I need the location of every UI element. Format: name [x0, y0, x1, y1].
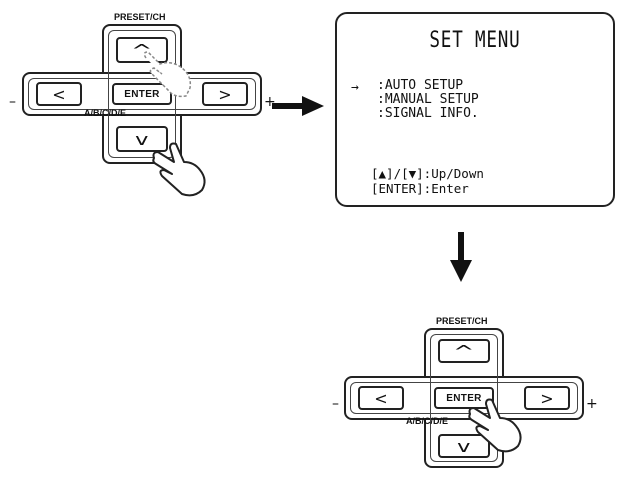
screen-title: SET MENU — [429, 28, 521, 53]
up-button[interactable]: ^ — [438, 339, 490, 363]
menu-item-auto-setup[interactable]: :AUTO SETUP — [377, 78, 464, 93]
help-enter: [ENTER]:Enter — [371, 181, 469, 196]
hand-pointer-icon — [143, 51, 192, 98]
dpad-inner-vertical — [430, 334, 498, 462]
down-button[interactable]: v — [438, 434, 490, 458]
abcde-label: A/B/C/D/E — [406, 416, 449, 426]
right-button[interactable]: > — [202, 82, 248, 106]
dpad-inner-horizontal — [350, 382, 578, 414]
minus-label: – — [332, 396, 339, 412]
down-button[interactable]: v — [116, 126, 168, 152]
bottom-dpad: ^ v < > ENTER — [344, 328, 584, 468]
plus-label: + — [586, 396, 598, 412]
left-button[interactable]: < — [36, 82, 82, 106]
help-up-down: [▲]/[▼]:Up/Down — [371, 166, 484, 181]
preset-ch-label: PRESET/CH — [114, 12, 166, 22]
plus-label: + — [264, 94, 276, 110]
right-button[interactable]: > — [524, 386, 570, 410]
minus-label: – — [9, 94, 16, 110]
menu-item-manual-setup[interactable]: :MANUAL SETUP — [377, 92, 479, 107]
menu-item-signal-info[interactable]: :SIGNAL INFO. — [377, 106, 479, 121]
menu-cursor: → — [351, 80, 359, 95]
abcde-label: A/B/C/D/E — [84, 108, 127, 118]
hand-pointer-icon — [152, 142, 206, 197]
arrow-down-icon — [450, 232, 472, 282]
hand-pointer-icon — [468, 398, 522, 453]
arrow-right-icon — [272, 96, 324, 116]
enter-button[interactable]: ENTER — [112, 83, 172, 105]
left-button[interactable]: < — [358, 386, 404, 410]
dpad-inner-horizontal — [28, 78, 256, 110]
enter-button[interactable]: ENTER — [434, 387, 494, 409]
set-menu-screen: SET MENU → :AUTO SETUP :MANUAL SETUP :SI… — [335, 12, 615, 207]
preset-ch-label: PRESET/CH — [436, 316, 488, 326]
